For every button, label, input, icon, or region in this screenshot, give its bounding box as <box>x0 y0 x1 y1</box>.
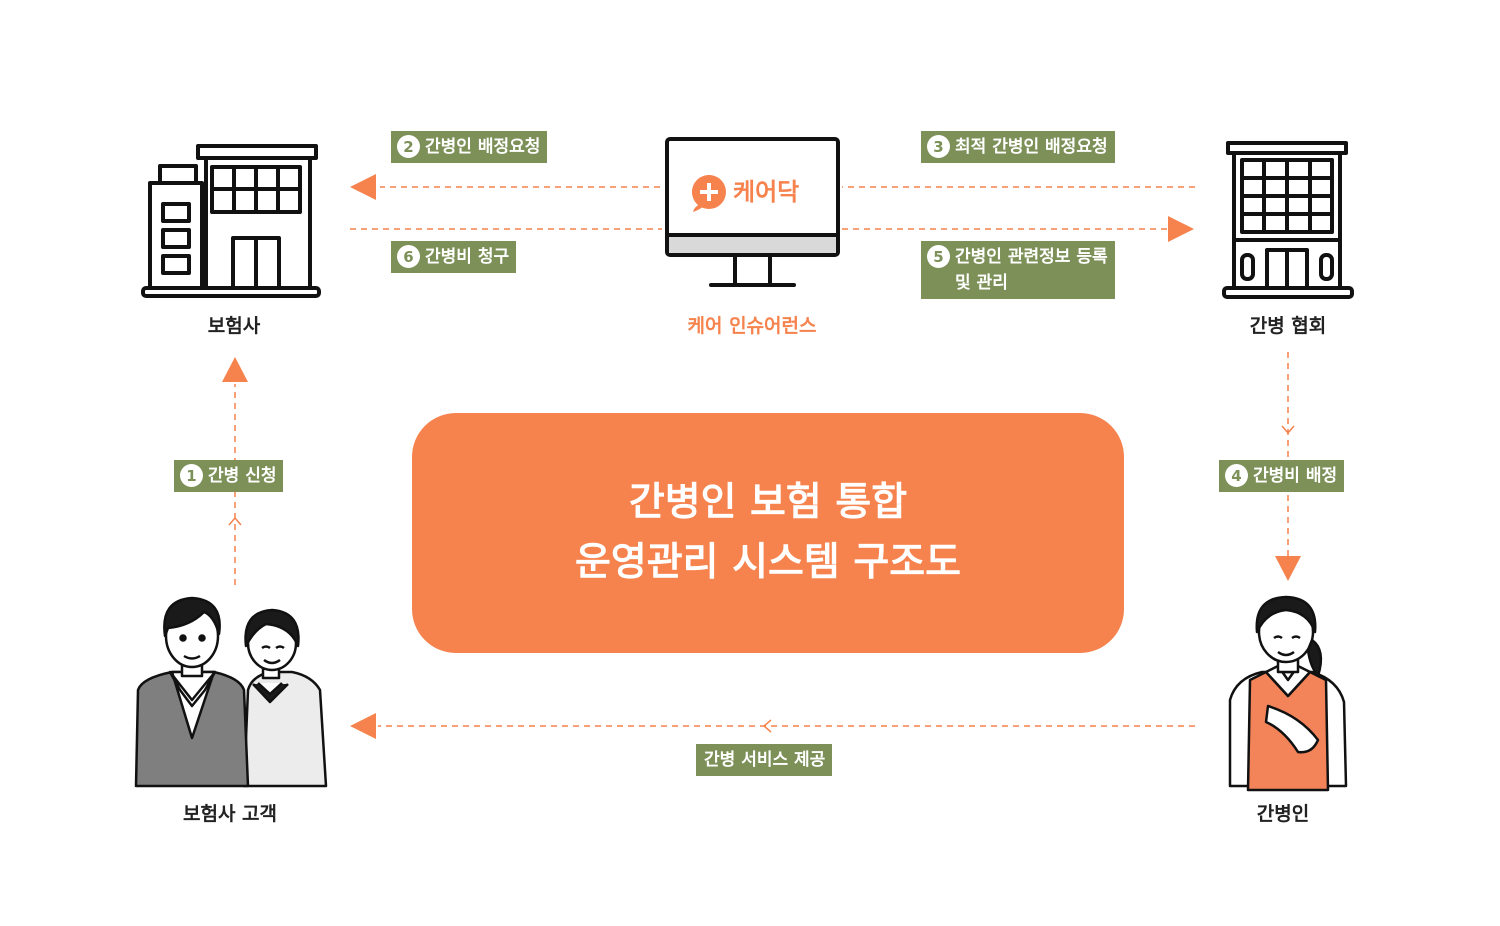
customers-illustration <box>134 596 328 788</box>
arrowhead-right-icon <box>1168 216 1194 242</box>
customers-caption: 보험사 고객 <box>182 803 277 825</box>
step-2-label: 2 간병인 배정요청 <box>391 131 548 163</box>
chevron-left-icon <box>762 719 772 733</box>
step-number: 3 <box>927 135 950 158</box>
association-building-icon <box>1222 141 1354 299</box>
step-text: 간병 신청 <box>208 466 277 486</box>
step-number: 5 <box>927 245 950 268</box>
arrowhead-down-icon <box>1275 556 1301 581</box>
insurer-building-icon <box>141 144 321 298</box>
step-1-label: 1 간병 신청 <box>174 460 284 492</box>
step-number: 4 <box>1225 464 1248 487</box>
arrowhead-up-icon <box>222 357 248 382</box>
step-number: 2 <box>397 135 420 158</box>
brand-name: 케어닥 <box>733 178 800 206</box>
service-text: 간병 서비스 제공 <box>704 750 826 770</box>
step-6-label: 6 간병비 청구 <box>391 241 517 273</box>
step-text: 간병비 청구 <box>425 247 510 267</box>
title-line-1: 간병인 보험 통합 <box>628 480 908 525</box>
arrowhead-left-icon <box>350 713 376 739</box>
chevron-up-icon <box>228 516 242 526</box>
association-caption: 간병 협회 <box>1249 315 1327 337</box>
step-4-label: 4 간병비 배정 <box>1219 460 1345 492</box>
caregiver-caption: 간병인 <box>1256 803 1310 825</box>
step-text-line-1: 간병인 관련정보 등록 <box>955 247 1108 267</box>
step-text: 간병인 관련정보 등록 및 관리 <box>955 244 1108 296</box>
step-text: 간병인 배정요청 <box>425 137 541 157</box>
service-label: 간병 서비스 제공 <box>696 744 833 776</box>
step-text: 간병비 배정 <box>1253 466 1338 486</box>
platform-caption: 케어 인슈어런스 <box>687 315 817 337</box>
caregiver-illustration <box>1228 595 1348 792</box>
title-line-2: 운영관리 시스템 구조도 <box>575 540 961 585</box>
step-5-label: 5 간병인 관련정보 등록 및 관리 <box>921 241 1115 299</box>
arrowhead-left-icon <box>350 174 376 200</box>
step-number: 6 <box>397 245 420 268</box>
step-number: 1 <box>180 464 203 487</box>
chevron-down-icon <box>1281 425 1295 435</box>
step-3-label: 3 최적 간병인 배정요청 <box>921 131 1115 163</box>
step-text-line-2: 및 관리 <box>955 273 1008 293</box>
title-box: 간병인 보험 통합 운영관리 시스템 구조도 <box>412 413 1124 653</box>
step-text: 최적 간병인 배정요청 <box>955 137 1108 157</box>
monitor-icon <box>665 137 840 287</box>
insurer-caption: 보험사 <box>207 315 261 337</box>
plus-icon <box>691 175 726 212</box>
